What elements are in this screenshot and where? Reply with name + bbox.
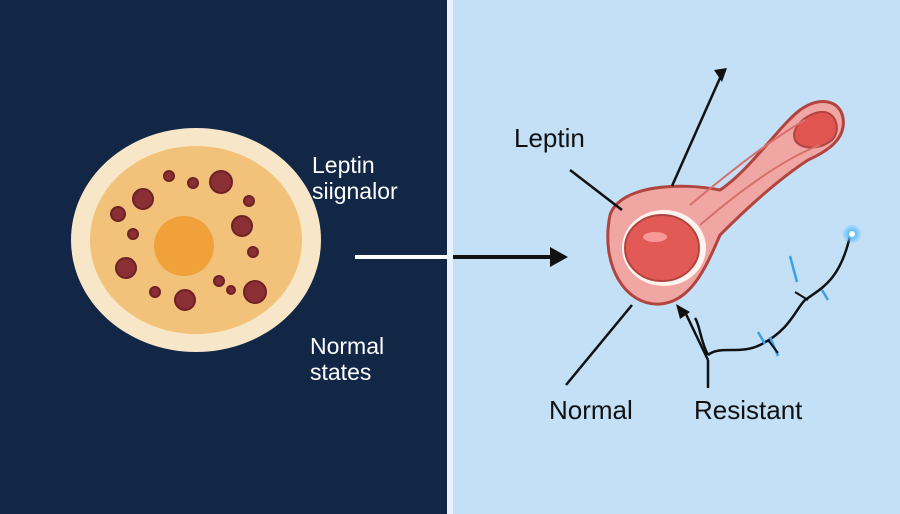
label-signalor-line: siignalor (312, 178, 398, 205)
upward-arrow-line (670, 77, 722, 187)
nerve-fiber (693, 224, 862, 357)
resistant-pointer (683, 311, 710, 361)
leptin-signal-label: Leptin siignalor (312, 152, 398, 205)
label-leptin-line: Leptin (312, 152, 375, 178)
label-normal-line: Normal (310, 333, 385, 359)
neuron (606, 100, 845, 306)
label-states-line: states (310, 359, 372, 386)
cell-nucleus (154, 216, 214, 276)
leptin-pointer (569, 169, 623, 211)
pointer-lines (565, 77, 722, 388)
signal-arrow (355, 247, 568, 267)
panel-divider (447, 0, 453, 514)
label-normal: Normal (549, 395, 633, 425)
label-resistant: Resistant (694, 395, 803, 425)
soma-nucleus (624, 214, 700, 282)
label-leptin: Leptin (514, 123, 585, 153)
upward-arrowhead (714, 68, 727, 82)
cell-granules (110, 170, 267, 311)
normal-states-label: Normal states (310, 333, 384, 386)
normal-pointer (565, 304, 633, 386)
resistant-arrowhead (676, 304, 690, 319)
fat-cell (71, 128, 321, 352)
